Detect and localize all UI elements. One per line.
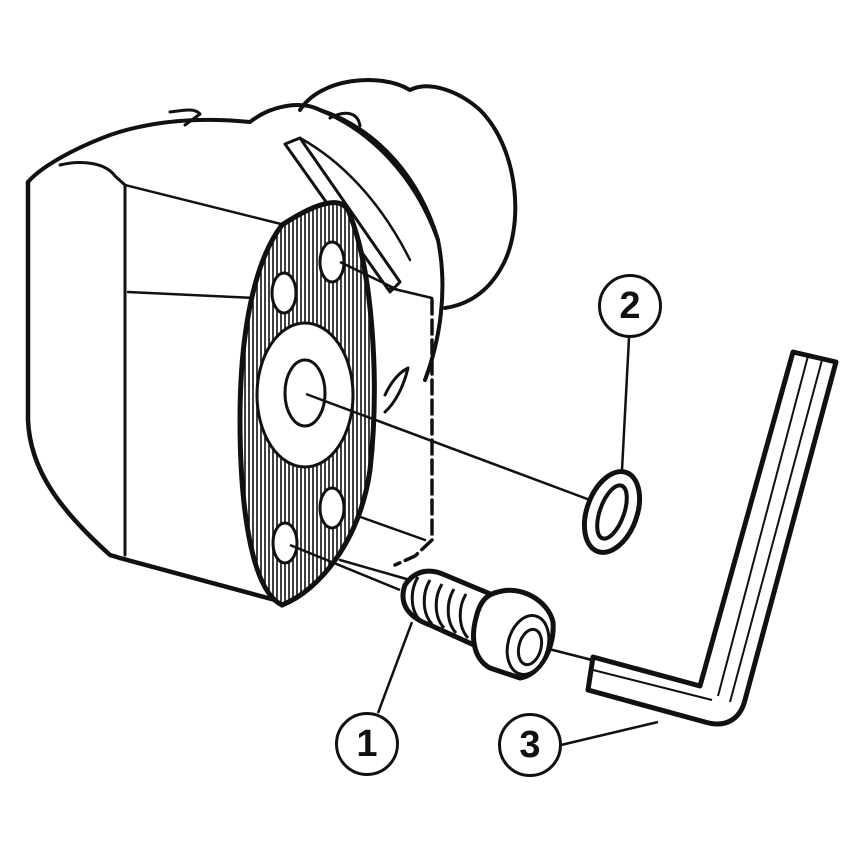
hex-key: [585, 349, 839, 727]
rear-shank: [298, 78, 518, 310]
callout-3: 3: [498, 713, 562, 777]
callout-1-label: 1: [356, 722, 378, 765]
callout-2: 2: [598, 274, 662, 338]
leader-bore-to-oring: [305, 392, 591, 502]
leader-callout-3: [560, 720, 659, 747]
clamping-screw: [400, 568, 556, 681]
screw-holes: [270, 240, 346, 565]
leader-callout-2: [620, 337, 631, 471]
callout-1: 1: [335, 712, 399, 776]
callout-3-label: 3: [519, 723, 541, 766]
leader-callout-1: [376, 621, 414, 714]
tool-body: [26, 103, 445, 382]
callout-2-label: 2: [619, 284, 641, 327]
o-ring: [581, 469, 643, 555]
